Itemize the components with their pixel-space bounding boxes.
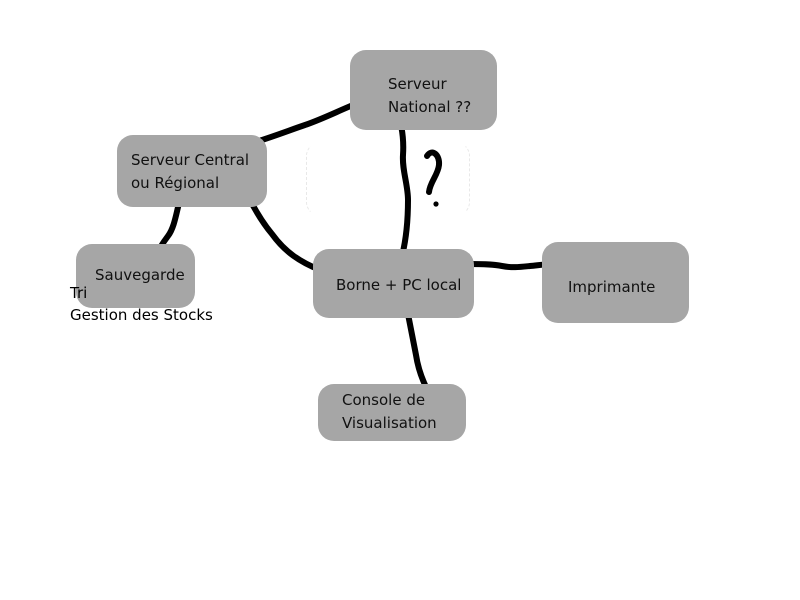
link-borne-imprimante — [465, 261, 556, 271]
node-label: Console de Visualisation — [342, 391, 437, 432]
empty-box-outline — [306, 142, 470, 216]
link-central-national — [243, 100, 361, 148]
node-borne-pc-local: Borne + PC local — [313, 249, 474, 318]
node-console-visualisation: Console de Visualisation — [318, 384, 466, 441]
node-serveur-central: Serveur Central ou Régional — [117, 135, 267, 207]
question-mark-dot — [433, 201, 439, 207]
link-national-borne — [394, 108, 411, 259]
question-mark-icon — [424, 149, 443, 195]
link-borne-console — [404, 306, 432, 396]
node-label: Sauvegarde — [95, 266, 185, 284]
node-label: Serveur Central ou Régional — [131, 151, 250, 192]
node-sauvegarde: Sauvegarde — [76, 244, 195, 308]
node-label: Serveur National ?? — [388, 75, 472, 116]
node-serveur-national: Serveur National ?? — [350, 50, 497, 130]
link-central-borne — [245, 193, 323, 273]
node-label: Borne + PC local — [336, 276, 462, 294]
node-imprimante: Imprimante — [542, 242, 689, 323]
node-label: Imprimante — [568, 278, 656, 296]
sauvegarde-annotation: Tri Gestion des Stocks — [70, 284, 213, 324]
